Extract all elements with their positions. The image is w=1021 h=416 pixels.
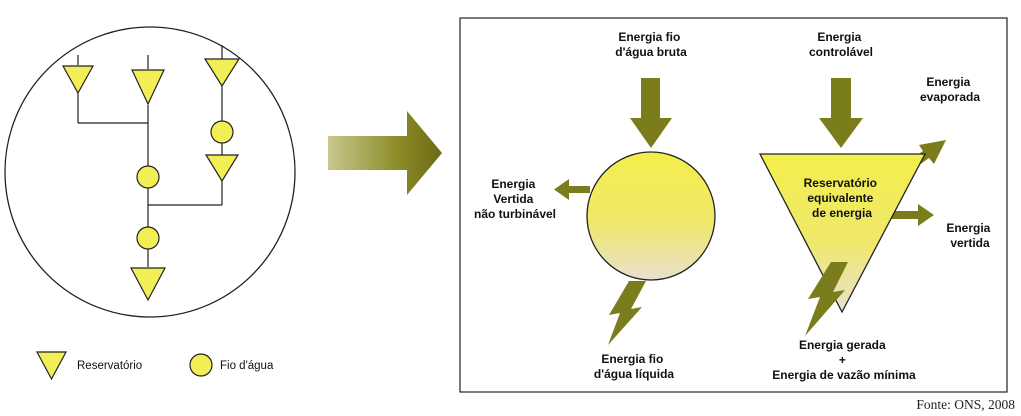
panel-frame bbox=[459, 17, 1008, 393]
legend-run-of-river-label: Fio d'água bbox=[220, 360, 274, 372]
evaporated-label: Energia evaporada bbox=[920, 75, 980, 104]
run-of-river-node bbox=[136, 165, 160, 189]
legend-reservoir-icon bbox=[35, 351, 68, 381]
raw-inflow-label: Energia fio d'água bruta bbox=[615, 30, 687, 59]
legend-reservoir-label: Reservatório bbox=[77, 360, 142, 372]
equivalent-reservoir-body bbox=[758, 153, 927, 314]
reservoir-triangle bbox=[131, 69, 165, 106]
spilled-nonturbinable-arrow bbox=[554, 179, 590, 200]
raw-inflow-arrow bbox=[630, 78, 672, 148]
transition-arrow bbox=[328, 111, 442, 195]
reservoir-triangle bbox=[130, 267, 166, 302]
energy-balance-panel: Energia fio d'água bruta Energia control… bbox=[459, 17, 1008, 393]
legend-run-of-river-icon bbox=[189, 353, 213, 377]
reservoir-triangle bbox=[203, 58, 241, 88]
run-of-river-body bbox=[586, 151, 716, 281]
reservoir-triangle bbox=[204, 154, 240, 183]
reservoir-triangle bbox=[61, 65, 95, 95]
legend: Reservatório Fio d'água bbox=[35, 351, 274, 381]
net-run-of-river-label: Energia fio d'água líquida bbox=[594, 352, 675, 381]
spilled-label: Energia vertida bbox=[946, 221, 993, 250]
spilled-arrow bbox=[884, 204, 934, 226]
network-connectors bbox=[77, 45, 223, 267]
generated-bolt bbox=[805, 262, 848, 336]
spilled-nonturbinable-label: Energia Vertida não turbinável bbox=[474, 177, 556, 221]
controllable-label: Energia controlável bbox=[809, 30, 873, 59]
equivalent-reservoir-label: Reservatório equivalente de energia bbox=[804, 176, 881, 220]
run-of-river-node bbox=[136, 226, 160, 250]
controllable-arrow bbox=[819, 78, 863, 148]
net-run-of-river-bolt bbox=[608, 281, 646, 345]
source-caption: Fonte: ONS, 2008 bbox=[916, 397, 1015, 412]
hydro-network bbox=[4, 26, 296, 318]
run-of-river-node bbox=[210, 120, 234, 144]
generated-label: Energia gerada + Energia de vazão mínima bbox=[772, 338, 916, 382]
